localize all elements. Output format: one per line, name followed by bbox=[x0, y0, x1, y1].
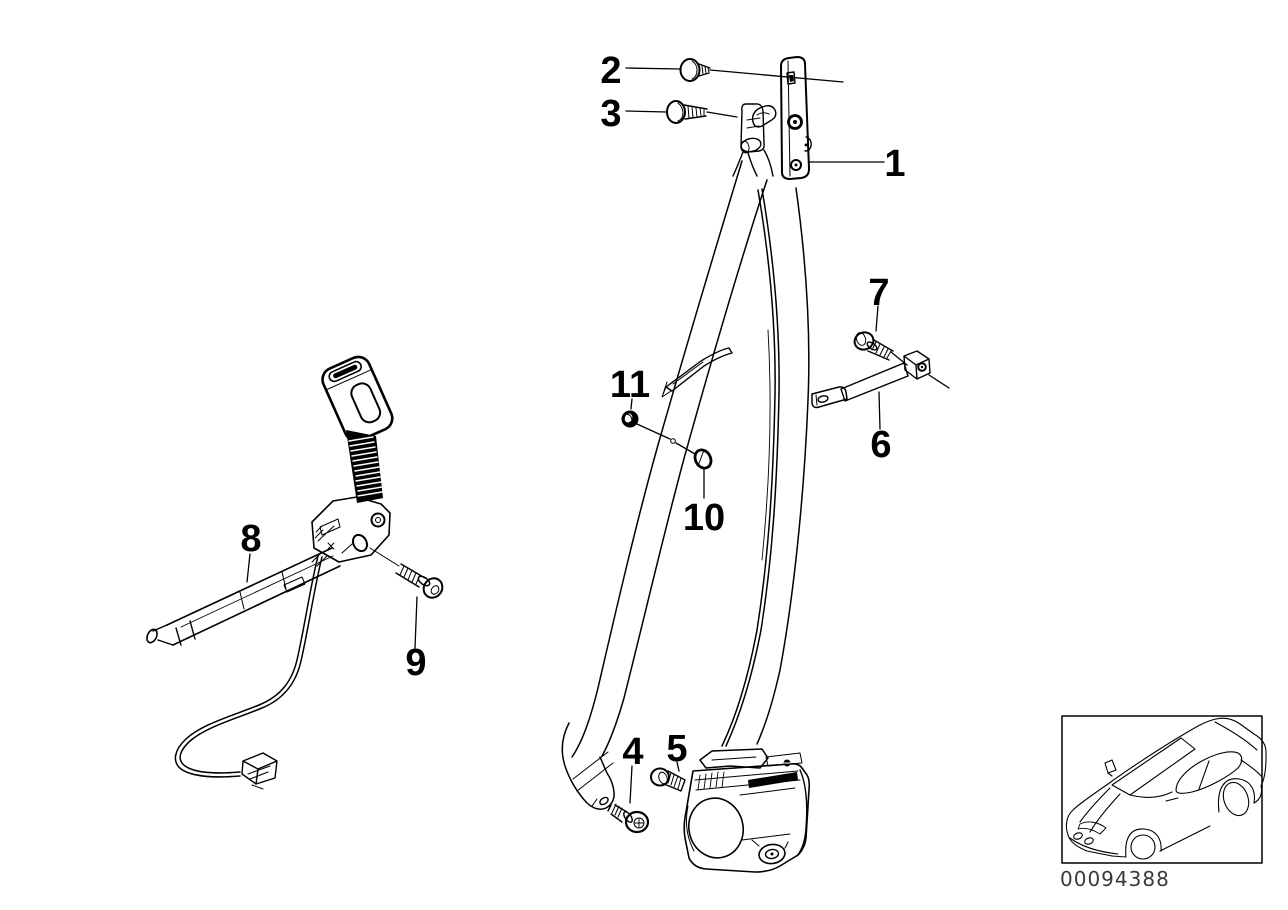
belt-retractor bbox=[683, 748, 811, 873]
callout-1[interactable]: 1 bbox=[884, 143, 905, 185]
buckle-cable bbox=[174, 551, 328, 778]
callout-8[interactable]: 8 bbox=[240, 518, 261, 560]
callout-9[interactable]: 9 bbox=[405, 642, 426, 684]
upper-anchor-screw bbox=[679, 58, 711, 82]
callout-3[interactable]: 3 bbox=[600, 93, 621, 135]
shoulder-belt-webbing bbox=[571, 160, 768, 758]
callout-11[interactable]: 11 bbox=[610, 364, 650, 406]
lower-link-bracket bbox=[811, 350, 931, 409]
buckle-bolt bbox=[395, 563, 444, 599]
seatbelt-exploded-drawing bbox=[146, 56, 950, 873]
bolt-pointer-line bbox=[369, 547, 400, 567]
callouts: 1 2 3 4 5 6 7 8 9 10 11 bbox=[240, 50, 905, 773]
buckle-ribbed-stalk bbox=[346, 430, 383, 503]
vertical-belt-webbing bbox=[721, 187, 810, 747]
belt-end-fitting bbox=[561, 722, 615, 810]
car-outline-icon bbox=[1065, 717, 1267, 860]
grommet bbox=[621, 410, 639, 428]
belt-guide-slider bbox=[732, 103, 777, 177]
belt-end-anchor-bolt bbox=[607, 803, 650, 834]
callout-4[interactable]: 4 bbox=[622, 731, 643, 773]
cable-connector-plug bbox=[241, 752, 278, 790]
callout-6[interactable]: 6 bbox=[870, 424, 891, 466]
link-bracket-bolt bbox=[853, 331, 894, 361]
callout-7[interactable]: 7 bbox=[868, 272, 889, 314]
vehicle-thumbnail: 00094388 bbox=[1060, 715, 1267, 891]
callout-2[interactable]: 2 bbox=[600, 50, 621, 92]
pretensioner-tube bbox=[146, 547, 341, 646]
belt-pin-hole bbox=[670, 438, 676, 444]
belt-deflector-strip bbox=[661, 347, 733, 398]
height-adjuster-rail bbox=[780, 56, 812, 180]
cover-cap bbox=[693, 448, 713, 470]
callout-5[interactable]: 5 bbox=[666, 728, 687, 770]
buckle-mount-bracket bbox=[311, 496, 391, 563]
adjuster-fitting-screw bbox=[666, 100, 708, 124]
callout-10[interactable]: 10 bbox=[683, 497, 725, 539]
thumbnail-border bbox=[1061, 715, 1263, 864]
drawing-number: 00094388 bbox=[1060, 867, 1170, 891]
buckle-tensioner-assembly bbox=[146, 355, 444, 790]
retractor-bolt bbox=[650, 767, 686, 792]
buckle-head bbox=[321, 355, 394, 443]
leader-lines bbox=[246, 67, 950, 804]
